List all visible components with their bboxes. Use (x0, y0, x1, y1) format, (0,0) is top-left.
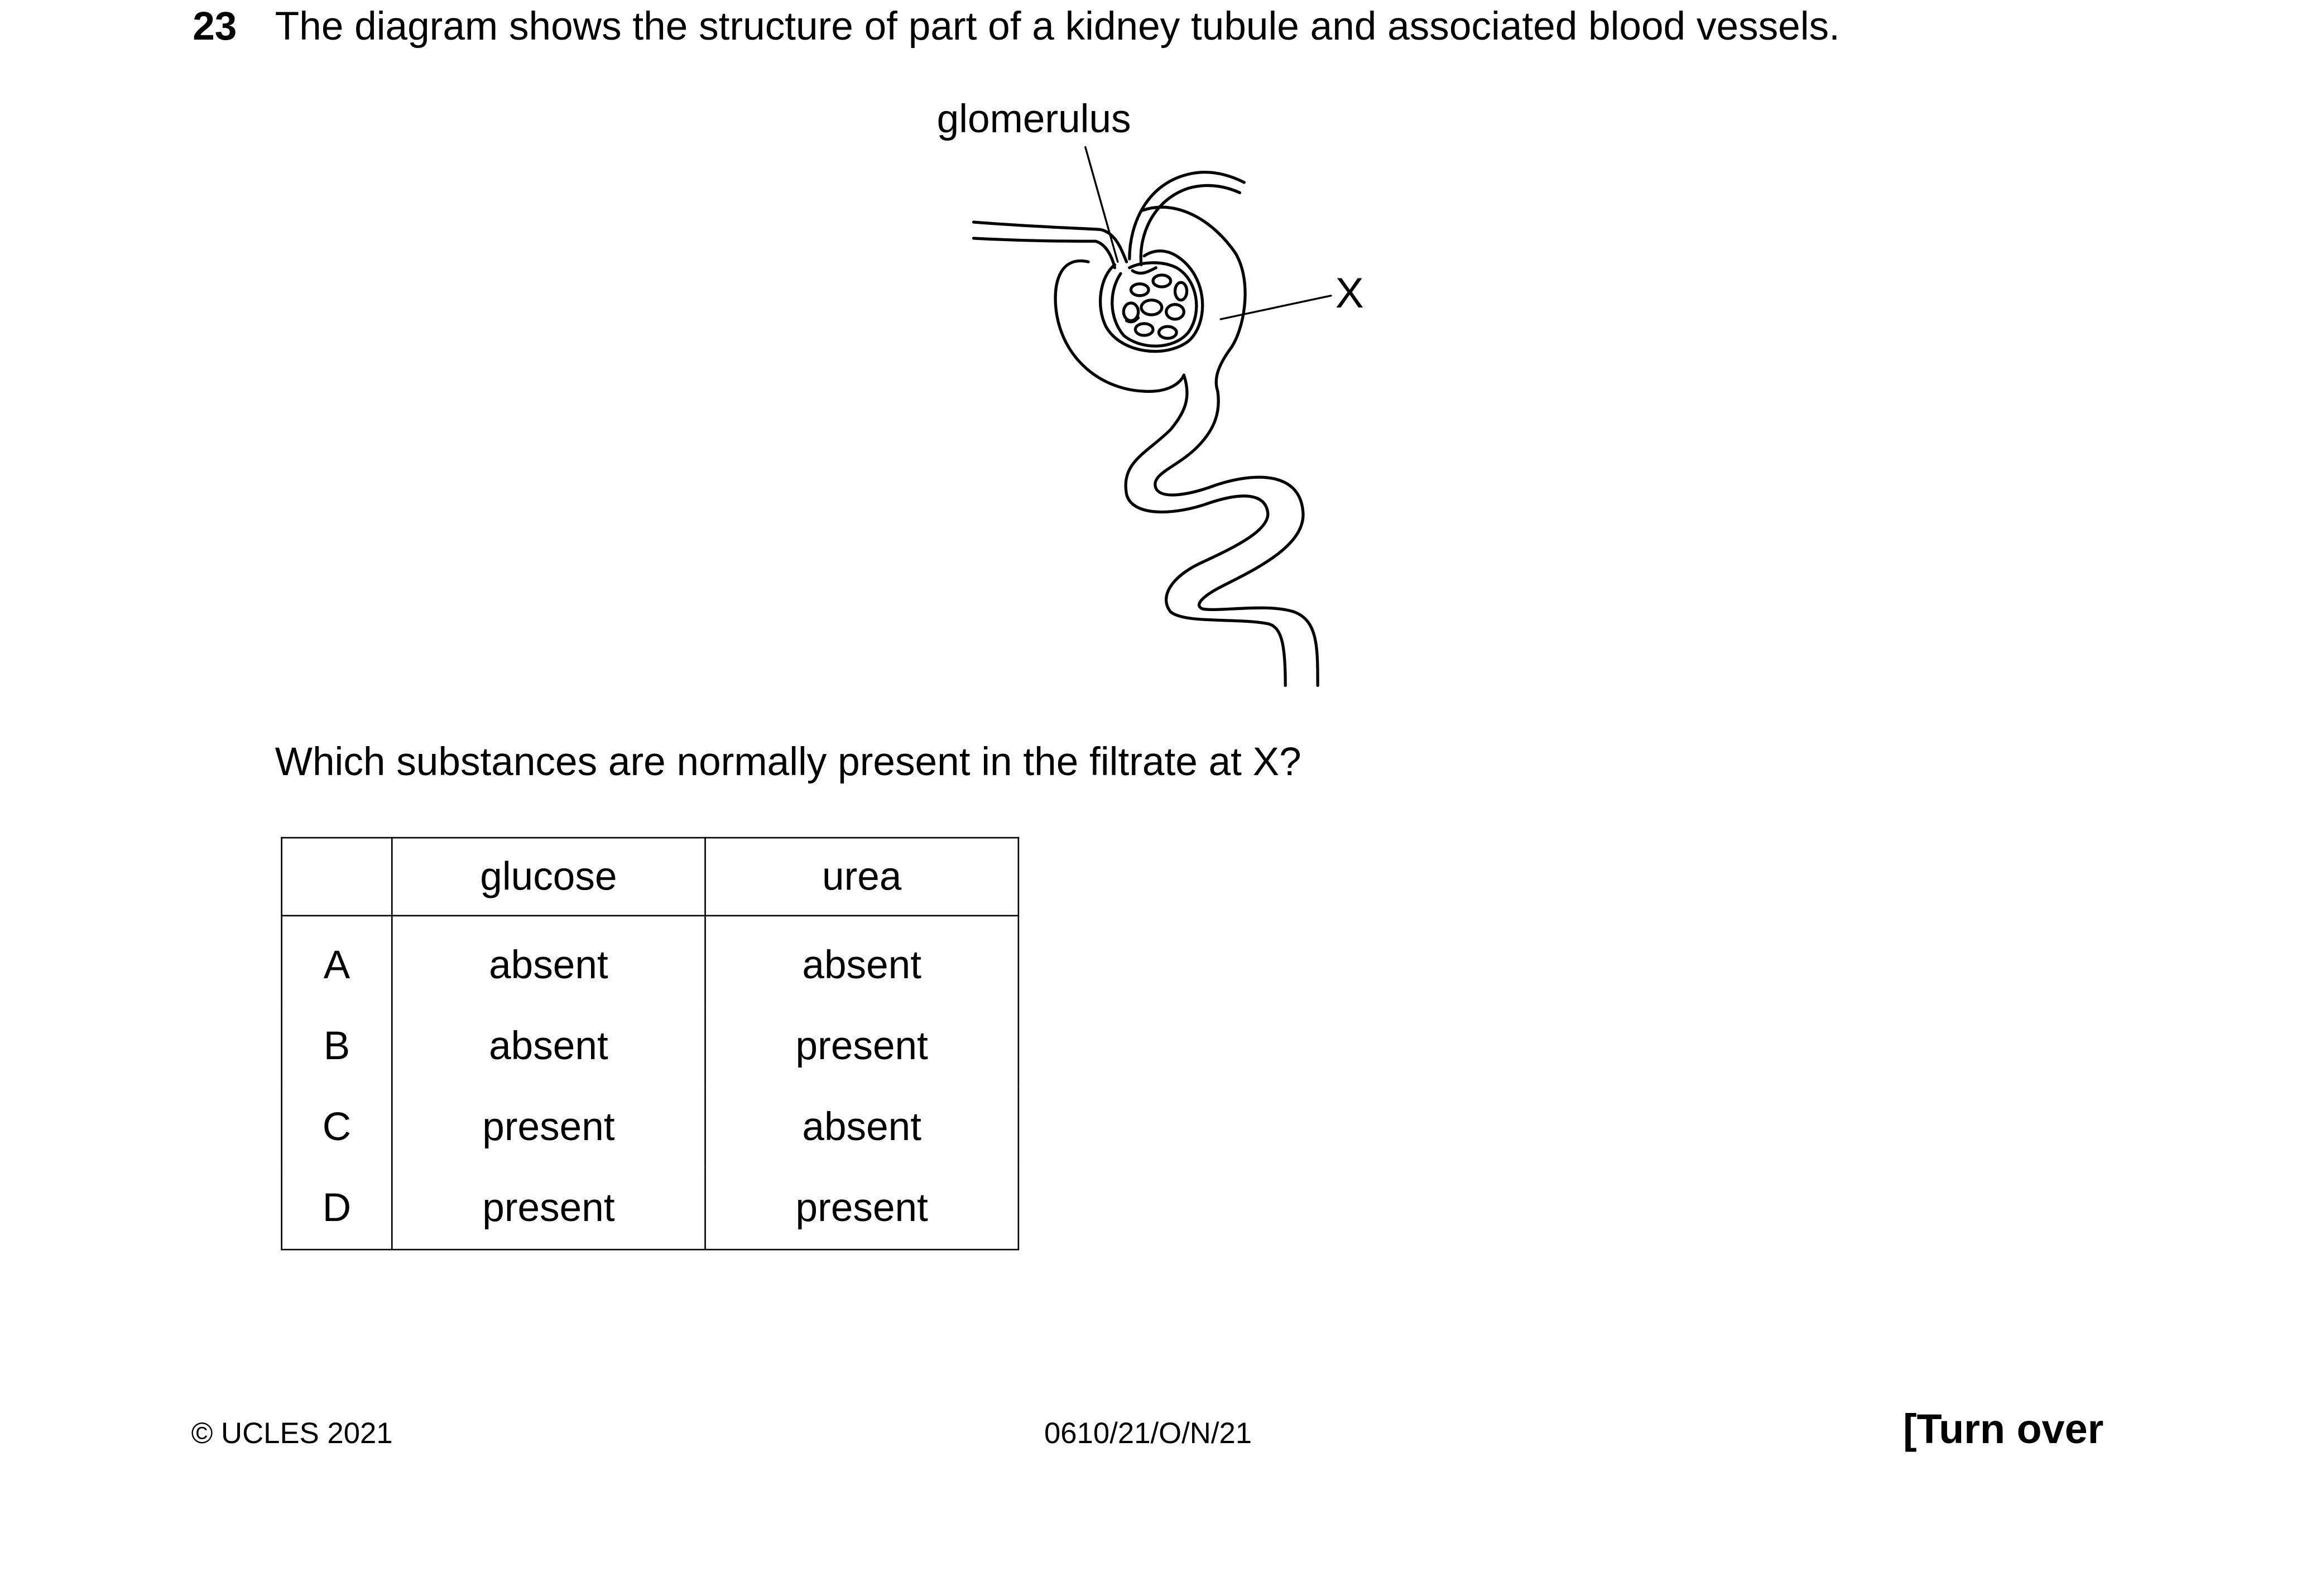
question-number: 23 (193, 4, 237, 49)
glucose-cell: present (391, 1167, 706, 1251)
glucose-cell: present (391, 1087, 706, 1168)
question-stem: The diagram shows the structure of part … (275, 4, 1840, 49)
urea-cell: present (704, 1006, 1020, 1087)
header-cell-glucose: glucose (391, 837, 706, 917)
table-row: C present absent (281, 1087, 1020, 1168)
answer-table: glucose urea A absent absent B absent pr… (281, 837, 1020, 1251)
footer-copyright: © UCLES 2021 (191, 1418, 393, 1450)
option-key: C (281, 1087, 393, 1168)
table-row: B absent present (281, 1006, 1020, 1087)
urea-cell: absent (704, 915, 1020, 1006)
glucose-cell: absent (391, 915, 706, 1006)
table-row: D present present (281, 1167, 1020, 1251)
urea-cell: present (704, 1167, 1020, 1251)
header-cell-urea: urea (704, 837, 1020, 917)
kidney-tubule-diagram: glomerulus X (882, 88, 1441, 706)
question-prompt: Which substances are normally present in… (275, 739, 1301, 784)
option-key: A (281, 915, 393, 1006)
glomerulus-label: glomerulus (936, 97, 1131, 142)
urea-cell: absent (704, 1087, 1020, 1168)
footer-turn-over: [Turn over (1903, 1406, 2104, 1452)
footer-paper-code: 0610/21/O/N/21 (1044, 1418, 1252, 1450)
option-key: D (281, 1167, 393, 1251)
table-row: A absent absent (281, 915, 1020, 1006)
option-key: B (281, 1006, 393, 1087)
glucose-cell: absent (391, 1006, 706, 1087)
table-header-row: glucose urea (281, 837, 1020, 917)
kidney-tubule-drawing (972, 146, 1332, 687)
x-label: X (1335, 271, 1364, 318)
header-cell-blank (281, 837, 393, 917)
